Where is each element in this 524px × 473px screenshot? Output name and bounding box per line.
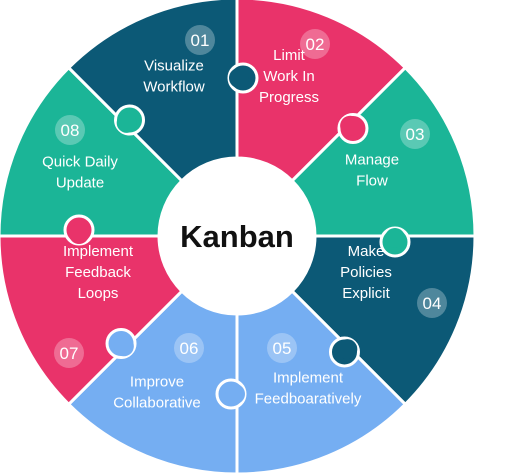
number-badge-text-08: 08 bbox=[61, 121, 80, 140]
segment-label-02-line-3: Progress bbox=[259, 89, 319, 106]
segment-label-06-line-2: Collaborative bbox=[113, 395, 201, 412]
segment-label-01-line-2: Workflow bbox=[143, 79, 205, 96]
number-badge-text-07: 07 bbox=[60, 344, 79, 363]
number-badge-text-04: 04 bbox=[423, 294, 442, 313]
puzzle-knob-joint-02 bbox=[385, 228, 405, 248]
segment-label-06-line-1: Improve bbox=[130, 374, 184, 391]
segment-label-02-line-2: Work In bbox=[263, 68, 314, 85]
puzzle-knob-joint-08 bbox=[229, 68, 249, 88]
segment-label-04-line-2: Policies bbox=[340, 264, 392, 281]
puzzle-knob-joint-05 bbox=[113, 336, 134, 357]
number-badge-03 bbox=[400, 119, 430, 149]
puzzle-knob-joint-03 bbox=[337, 339, 358, 360]
number-badge-text-03: 03 bbox=[406, 125, 425, 144]
segment-label-08-line-2: Update bbox=[56, 175, 104, 192]
number-badge-text-05: 05 bbox=[273, 339, 292, 358]
puzzle-knobs bbox=[63, 62, 411, 410]
puzzle-knob-joint-01 bbox=[340, 115, 361, 136]
center-title: Kanban bbox=[180, 219, 294, 254]
number-badge-07 bbox=[54, 338, 84, 368]
segment-label-04-line-1: Make bbox=[348, 243, 385, 260]
number-badge-05 bbox=[267, 333, 297, 363]
segment-label-07-line-3: Loops bbox=[78, 285, 119, 302]
segment-label-04-line-3: Explicit bbox=[342, 285, 390, 302]
puzzle-knob-joint-06 bbox=[69, 224, 89, 244]
number-badge-text-06: 06 bbox=[180, 339, 199, 358]
segment-label-07-line-1: Implement bbox=[63, 243, 134, 260]
number-badge-02 bbox=[300, 29, 330, 59]
segment-label-03-line-2: Flow bbox=[356, 173, 388, 190]
puzzle-knob-joint-07 bbox=[116, 112, 137, 133]
segment-label-03-line-1: Manage bbox=[345, 152, 399, 169]
number-badge-08 bbox=[55, 115, 85, 145]
number-badges: 01 02 03 04 05 06 07 08 bbox=[54, 25, 447, 368]
segment-label-07-line-2: Feedback bbox=[65, 264, 131, 281]
number-badge-text-01: 01 bbox=[191, 31, 210, 50]
number-badge-04 bbox=[417, 288, 447, 318]
segment-label-01-line-1: Visualize bbox=[144, 58, 204, 75]
number-badge-text-02: 02 bbox=[306, 35, 325, 54]
number-badge-01 bbox=[185, 25, 215, 55]
segment-label-05-line-1: Implement bbox=[273, 370, 344, 387]
segment-label-02-line-1: Limit bbox=[273, 47, 306, 64]
number-badge-06 bbox=[174, 333, 204, 363]
segment-label-05-line-2: Feedboaratively bbox=[255, 391, 362, 408]
center-hub bbox=[159, 158, 315, 314]
segment-label-08-line-1: Quick Daily bbox=[42, 154, 118, 171]
puzzle-knob-joint-04 bbox=[225, 384, 245, 404]
puzzle-segments bbox=[0, 0, 477, 473]
